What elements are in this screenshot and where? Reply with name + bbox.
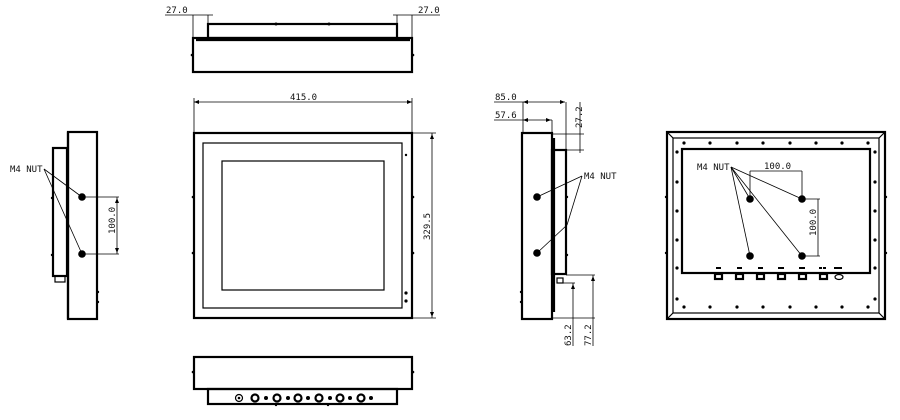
left-spacing-dim: 100.0 — [108, 207, 118, 234]
bottom-connectors — [234, 393, 373, 407]
top-dim-right: 27.0 — [418, 6, 440, 16]
rear-connectors — [713, 267, 844, 281]
right-offset-bottom-b: 77.2 — [584, 324, 594, 346]
front-height-dim: 329.5 — [423, 213, 433, 240]
top-view: 27.0 27.0 — [165, 6, 440, 74]
bottom-view — [191, 355, 415, 407]
rear-nut-label: M4 NUT — [697, 163, 730, 173]
front-view: 415.0 329.5 — [191, 93, 436, 320]
left-side-view: M4 NUT 100.0 — [10, 130, 119, 321]
rear-spacing-h: 100.0 — [764, 162, 791, 172]
right-offset-top: 27.2 — [575, 106, 585, 128]
rear-spacing-v: 100.0 — [809, 209, 819, 236]
right-offset-bottom-a: 63.2 — [564, 324, 574, 346]
left-nut-label: M4 NUT — [10, 165, 43, 175]
right-nut-label: M4 NUT — [584, 172, 617, 182]
front-width-dim: 415.0 — [290, 93, 317, 103]
rear-view: M4 NUT 100.0 100.0 — [664, 130, 888, 321]
right-depth-body: 57.6 — [495, 111, 517, 121]
right-depth-total: 85.0 — [495, 93, 517, 103]
top-dim-left: 27.0 — [166, 6, 188, 16]
right-side-view: 85.0 57.6 27.2 M4 NUT 63.2 77.2 — [494, 93, 617, 346]
rear-screws — [664, 141, 888, 309]
